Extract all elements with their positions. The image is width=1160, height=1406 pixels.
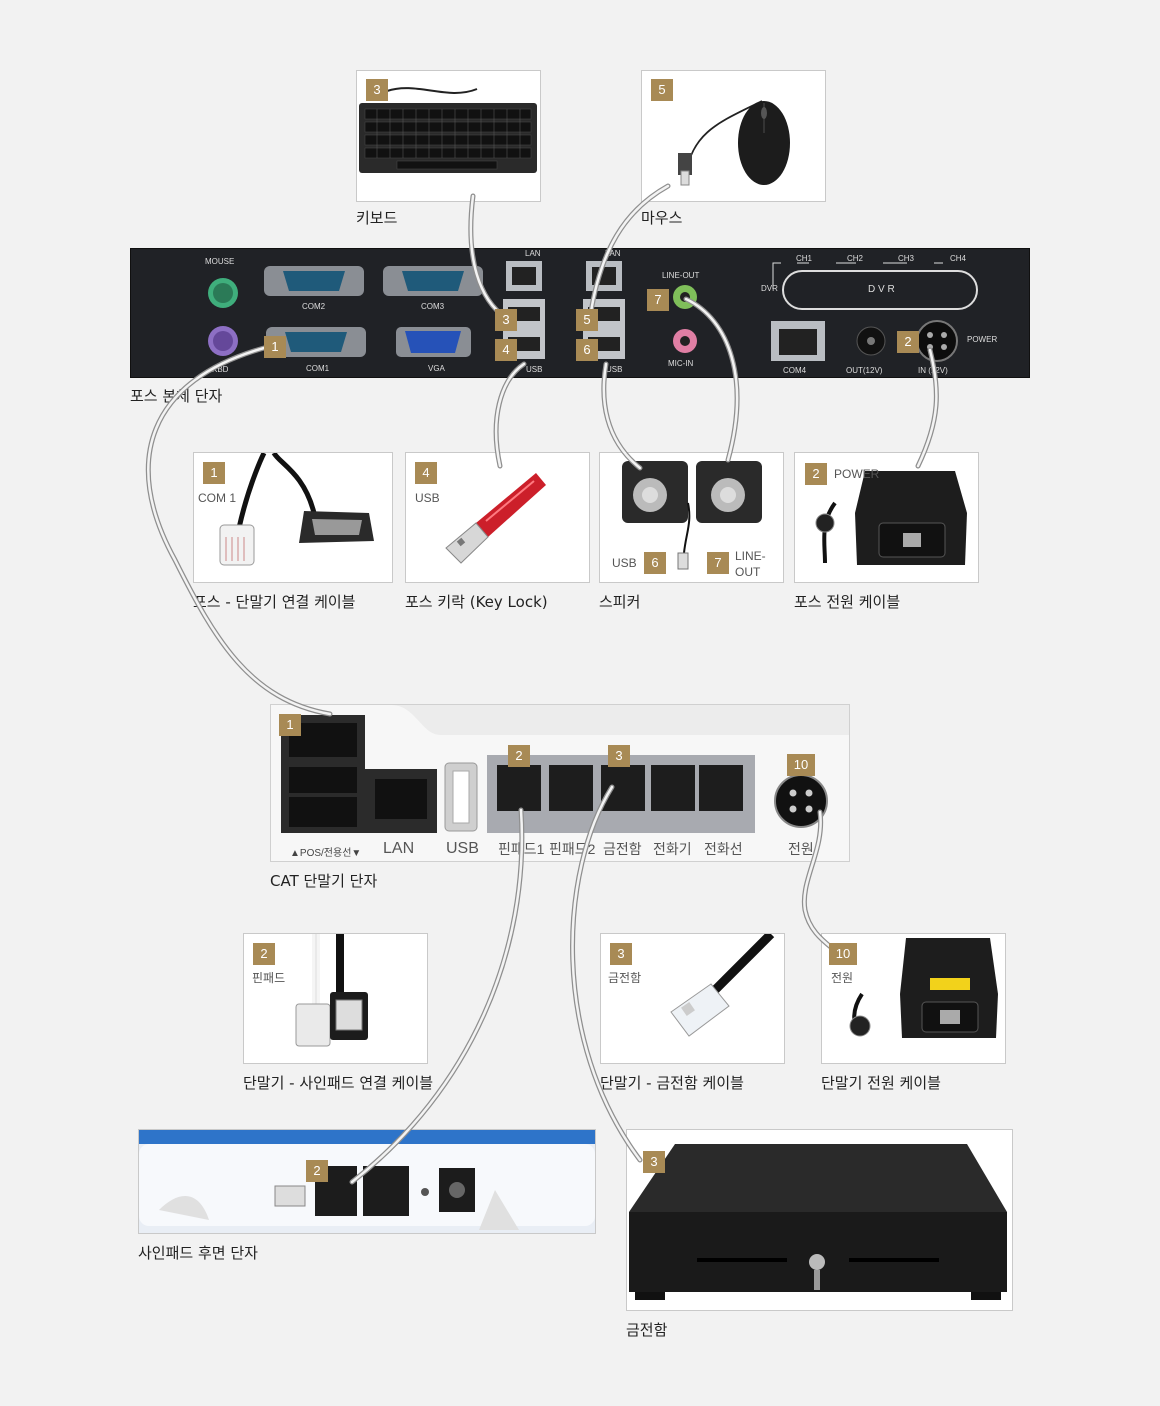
pos-label-kbd: KBD	[212, 365, 229, 374]
cat-label-pinpad1: 핀패드1	[498, 841, 545, 857]
cat-label-phone2: 전화선	[704, 841, 743, 857]
pos-label-power: POWER	[967, 335, 998, 344]
pos-label-dvr-side: DVR	[761, 284, 778, 293]
badge-drawer: 3	[643, 1151, 665, 1173]
caption-signpad-rear: 사인패드 후면 단자	[138, 1244, 258, 1262]
cat-power-photo	[821, 933, 1006, 1064]
keyboard-photo	[356, 70, 541, 202]
badge-cat-power-cable: 10	[829, 943, 857, 965]
caption-keylock: 포스 키락 (Key Lock)	[405, 593, 548, 611]
caption-speaker: 스피커	[599, 593, 641, 611]
mini-power-ko: 전원	[831, 971, 854, 985]
cat-label-drawer: 금전함	[603, 841, 642, 857]
badge-pos-power: 2	[897, 331, 919, 353]
caption-pos-power: 포스 전원 케이블	[794, 593, 901, 611]
pos-label-in: IN (12V)	[918, 366, 948, 375]
badge-com-cable: 1	[203, 462, 225, 484]
cat-label-phone1: 전화기	[653, 841, 692, 857]
mini-power: POWER	[834, 467, 880, 481]
drawer-photo	[626, 1129, 1013, 1311]
caption-pos-cat-cable: 포스 - 단말기 연결 케이블	[193, 593, 356, 611]
pos-label-ch1: CH1	[796, 254, 813, 263]
mini-line-out: LINE-OUT	[735, 549, 766, 579]
cat-label-lan: LAN	[383, 840, 415, 857]
mini-usb-keylock: USB	[415, 491, 440, 505]
caption-cat: CAT 단말기 단자	[270, 872, 378, 890]
caption-drawer-cable: 단말기 - 금전함 케이블	[600, 1074, 744, 1092]
pos-label-com3: COM3	[421, 302, 445, 311]
badge-cat-power: 10	[787, 754, 815, 776]
keylock-photo	[405, 452, 590, 583]
badge-pos-usb6: 6	[576, 339, 598, 361]
badge-cat-drawer: 3	[608, 745, 630, 767]
pos-label-usb1: USB	[526, 365, 543, 374]
badge-signpad-cable: 2	[253, 943, 275, 965]
pos-label-mic-in: MIC-IN	[668, 359, 694, 368]
cat-label-pos: ▲POS/전용선▼	[290, 848, 362, 859]
pos-label-vga: VGA	[428, 364, 445, 373]
signpad-rear-photo	[138, 1129, 596, 1234]
caption-cat-power: 단말기 전원 케이블	[821, 1074, 941, 1092]
cable-keylock	[493, 361, 527, 469]
mini-drawer: 금전함	[608, 971, 642, 985]
badge-mouse: 5	[651, 79, 673, 101]
badge-pos-usb4: 4	[495, 339, 517, 361]
caption-signpad-cable: 단말기 - 사인패드 연결 케이블	[243, 1074, 434, 1092]
caption-keyboard: 키보드	[356, 209, 398, 227]
badge-pos-usb5: 5	[576, 309, 598, 331]
pos-power-photo	[794, 452, 979, 583]
caption-pos-body: 포스 본체 단자	[130, 387, 223, 405]
badge-signpad-rear: 2	[306, 1160, 328, 1182]
badge-keyboard: 3	[366, 79, 388, 101]
cat-label-usb: USB	[446, 840, 479, 857]
pos-label-com4: COM4	[783, 366, 807, 375]
mini-usb-speaker: USB	[612, 556, 637, 570]
badge-speaker-lineout: 7	[707, 552, 729, 574]
pos-label-ch2: CH2	[847, 254, 864, 263]
pos-label-lan1: LAN	[525, 249, 541, 258]
pos-label-out: OUT(12V)	[846, 366, 883, 375]
pos-label-ch4: CH4	[950, 254, 967, 263]
speaker-photo	[599, 452, 784, 583]
cat-label-pinpad2: 핀패드2	[549, 841, 596, 857]
pos-label-lan2: LAN	[605, 249, 621, 258]
badge-drawer-cable: 3	[610, 943, 632, 965]
pos-label-usb2: USB	[606, 365, 623, 374]
badge-pos-usb3: 3	[495, 309, 517, 331]
pos-label-mouse: MOUSE	[205, 257, 235, 266]
badge-keylock: 4	[415, 462, 437, 484]
badge-speaker-usb: 6	[644, 552, 666, 574]
caption-drawer: 금전함	[626, 1321, 668, 1339]
badge-cat-pos: 1	[279, 714, 301, 736]
pos-label-com1: COM1	[306, 364, 330, 373]
badge-cat-pinpad: 2	[508, 745, 530, 767]
pos-label-dvr: D V R	[868, 284, 895, 295]
pos-label-ch3: CH3	[898, 254, 915, 263]
cat-label-power: 전원	[788, 841, 814, 857]
badge-pos-power-cable: 2	[805, 463, 827, 485]
badge-pos-lineout: 7	[647, 289, 669, 311]
mini-com1: COM 1	[198, 491, 237, 505]
mini-signpad: 핀패드	[252, 971, 286, 985]
pos-label-com2: COM2	[302, 302, 326, 311]
caption-mouse: 마우스	[641, 209, 683, 227]
pos-label-line-out: LINE-OUT	[662, 271, 700, 280]
badge-pos-com1: 1	[264, 336, 286, 358]
